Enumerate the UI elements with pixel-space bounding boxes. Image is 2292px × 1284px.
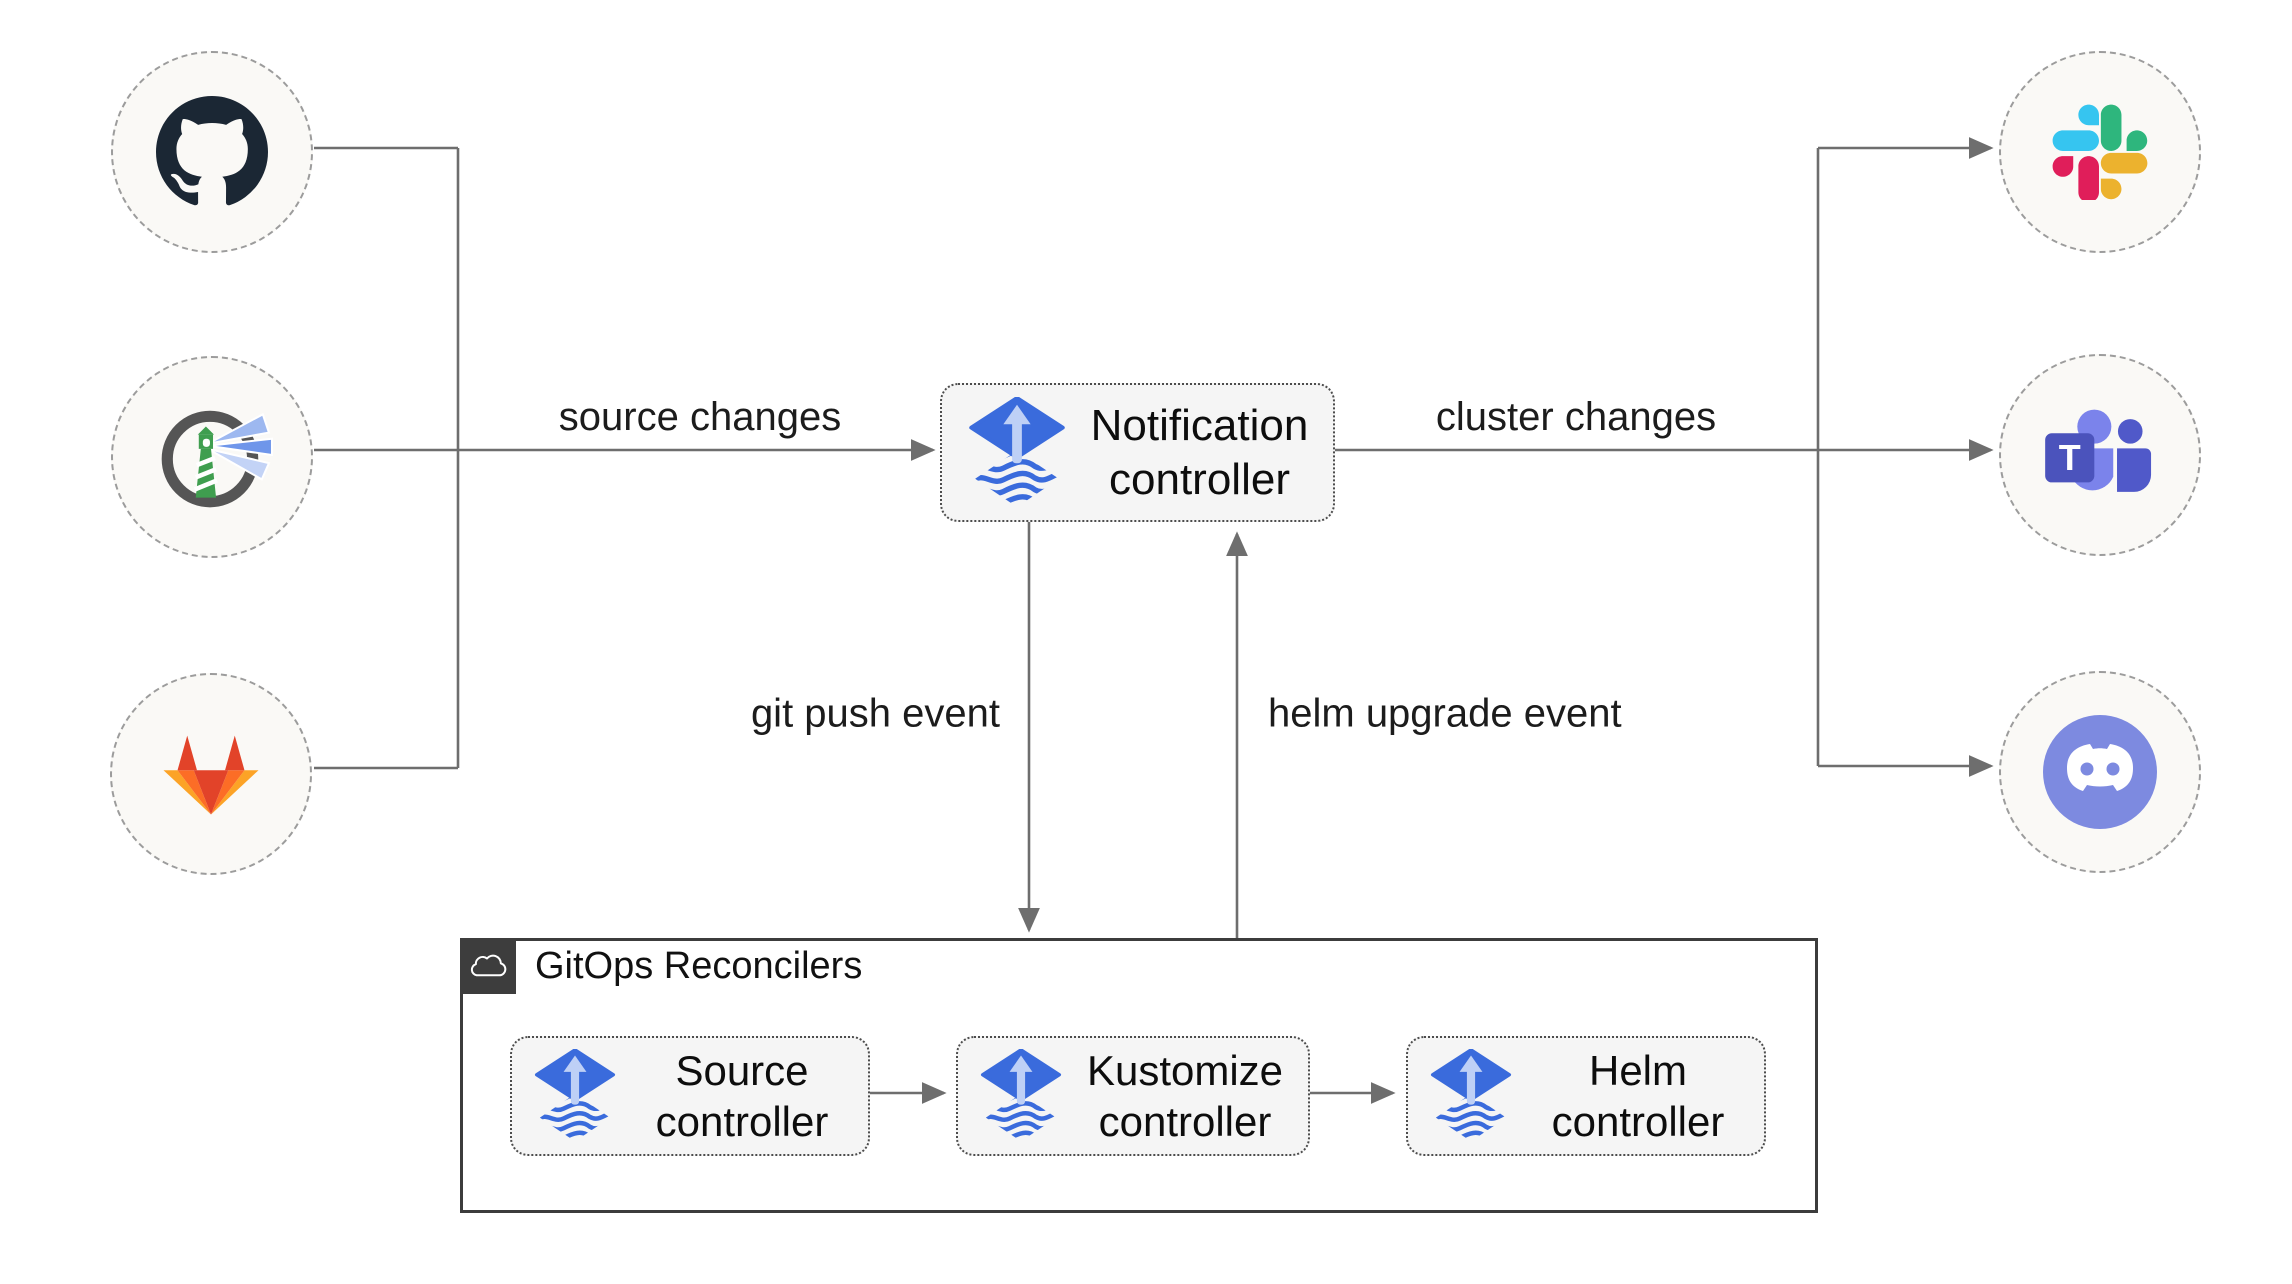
- helm-controller-line1: Helm: [1588, 1046, 1687, 1094]
- gitlab-icon: [163, 735, 259, 815]
- node-github: [111, 51, 313, 253]
- flux-icon: [980, 1049, 1062, 1142]
- teams-letter: T: [2059, 437, 2081, 478]
- label-git-push-event: git push event: [750, 691, 1000, 736]
- slack-icon: [2052, 104, 2148, 200]
- node-discord: [1999, 671, 2201, 873]
- flux-icon: [1430, 1049, 1512, 1142]
- kustomize-controller-line2: controller: [1098, 1098, 1272, 1145]
- node-source-controller: Source controller: [510, 1036, 870, 1156]
- github-icon: [156, 96, 268, 206]
- node-notification-controller: Notification controller: [940, 383, 1335, 522]
- label-source-changes: source changes: [558, 395, 842, 439]
- node-gitlab: [110, 673, 312, 875]
- node-harbor: [111, 356, 313, 558]
- node-kustomize-controller: Kustomize controller: [956, 1036, 1310, 1156]
- kustomize-controller-line1: Kustomize: [1086, 1046, 1284, 1094]
- group-title: GitOps Reconcilers: [535, 945, 863, 987]
- notification-controller-label: Notification controller: [1066, 399, 1333, 506]
- harbor-icon: [161, 410, 273, 508]
- source-controller-line1: Source: [675, 1046, 809, 1094]
- flux-icon: [969, 396, 1065, 507]
- teams-icon: T: [2045, 409, 2152, 492]
- label-helm-upgrade-event: helm upgrade event: [1268, 691, 1622, 736]
- kustomize-controller-label: Kustomize controller: [1062, 1045, 1308, 1147]
- node-slack: [1999, 51, 2201, 253]
- notification-controller-line2: controller: [1109, 454, 1290, 504]
- helm-controller-line2: controller: [1551, 1098, 1725, 1145]
- group-corner-badge: [460, 938, 516, 994]
- notification-controller-line1: Notification: [1090, 400, 1309, 450]
- label-cluster-changes: cluster changes: [1435, 395, 1717, 439]
- discord-icon: [2043, 715, 2157, 829]
- node-helm-controller: Helm controller: [1406, 1036, 1766, 1156]
- cloud-icon: [470, 954, 507, 977]
- flux-icon: [534, 1049, 616, 1142]
- source-controller-line2: controller: [655, 1098, 829, 1145]
- source-controller-label: Source controller: [616, 1045, 868, 1147]
- helm-controller-label: Helm controller: [1512, 1045, 1764, 1147]
- node-teams: T: [1999, 354, 2201, 556]
- gitops-reconcilers-group: GitOps Reconcilers Source controller: [460, 938, 1818, 1213]
